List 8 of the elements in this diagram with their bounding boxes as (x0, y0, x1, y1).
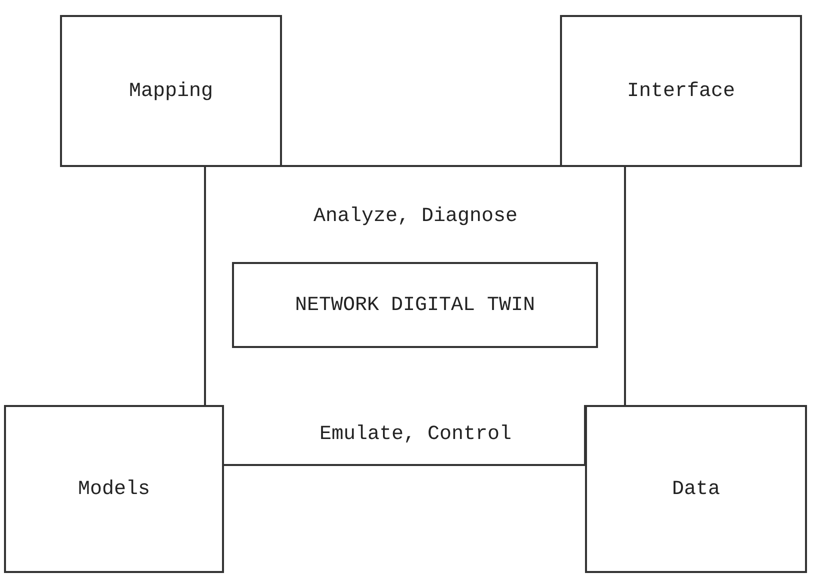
process-box: Data (585, 405, 807, 573)
process-box: Interface (560, 15, 802, 167)
region-label: Emulate, Control (318, 423, 513, 446)
region-label: Analyze, Diagnose (312, 205, 519, 228)
process-box: NETWORK DIGITAL TWIN (232, 262, 598, 348)
twin-region (204, 165, 627, 467)
process-box: Mapping (60, 15, 282, 167)
process-box: Models (4, 405, 224, 573)
